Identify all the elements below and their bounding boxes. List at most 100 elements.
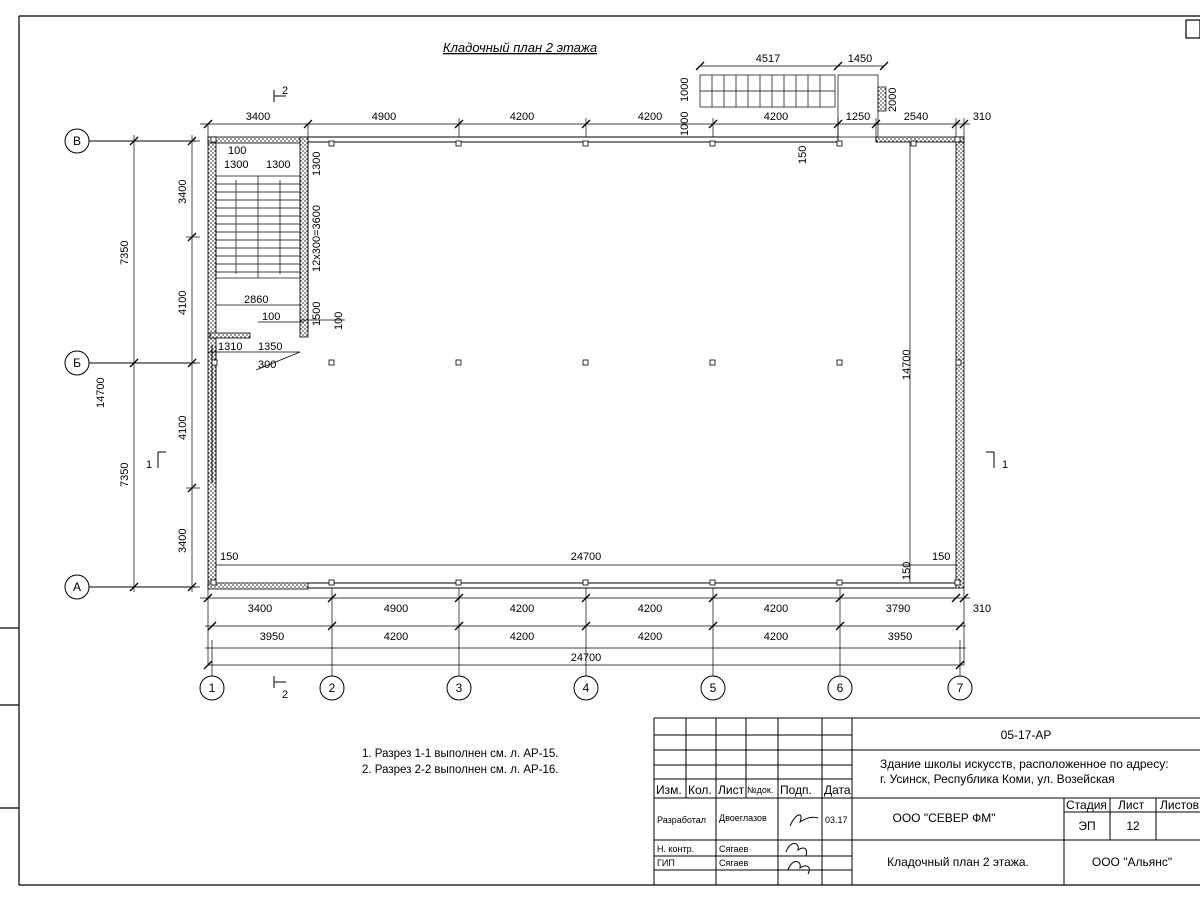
- dim-inner-24700: 24700: [571, 551, 602, 563]
- dim-stair-1300b: 1300: [266, 159, 290, 171]
- thin-walls: [211, 136, 956, 589]
- dim-stair-2860: 2860: [244, 294, 268, 306]
- dim-left1-4: 3400: [177, 529, 189, 553]
- dim-top-7: 2540: [904, 111, 928, 123]
- dim-bot-total: 24700: [571, 652, 602, 664]
- dim-top-2000: 2000: [887, 88, 899, 112]
- tb-address: г. Усинск, Республика Коми, ул. Возейска…: [880, 772, 1115, 786]
- dim-stair-100c: 100: [333, 312, 345, 330]
- dim-top-6: 1250: [846, 111, 870, 123]
- dim-bot2-2: 4200: [384, 631, 408, 643]
- dim-left1-3: 4100: [177, 416, 189, 440]
- dim-inner-14700: 14700: [901, 349, 913, 380]
- axis-label-v: В: [73, 134, 81, 148]
- dim-bot2-1: 3950: [260, 631, 284, 643]
- tb-header-list: Лист: [718, 783, 745, 797]
- axis-label-1: 1: [209, 681, 216, 695]
- dim-bot2-3: 4200: [510, 631, 534, 643]
- tb-client: ООО "Альянс": [1092, 855, 1172, 869]
- dim-top-2: 4900: [372, 111, 396, 123]
- dim-left1-1: 3400: [177, 180, 189, 204]
- dim-inner-150a: 150: [220, 551, 238, 563]
- note-2: 2. Разрез 2-2 выполнен см. л. АР-16.: [362, 764, 559, 776]
- dim-stair-1350: 1350: [258, 341, 282, 353]
- tb-code: 05-17-АР: [1001, 728, 1052, 742]
- dim-bot1-3: 4200: [510, 603, 534, 615]
- signatures: [785, 814, 819, 875]
- axis-label-b: Б: [73, 356, 81, 370]
- dim-top-4517: 4517: [756, 53, 780, 65]
- tb-sheet: 12: [1126, 819, 1140, 833]
- dim-stair-steps: 12х300=3600: [311, 205, 323, 272]
- axis-label-4: 4: [583, 681, 590, 695]
- section-2-top: 2: [282, 85, 288, 97]
- dim-stair-1300a: 1300: [224, 159, 248, 171]
- tb-header-data: Дата: [824, 783, 851, 797]
- dim-bot1-2: 4900: [384, 603, 408, 615]
- dim-bot1-4: 4200: [638, 603, 662, 615]
- internal-stairs: [215, 175, 301, 279]
- dim-inner-150b: 150: [932, 551, 950, 563]
- dim-top-1450: 1450: [848, 53, 872, 65]
- tb-header-kol: Кол.: [688, 783, 712, 797]
- tb-company: ООО "СЕВЕР ФМ": [893, 811, 996, 825]
- dim-stair-100b: 100: [262, 311, 280, 323]
- tb-stage: ЭП: [1078, 819, 1095, 833]
- dim-top-5: 4200: [764, 111, 788, 123]
- tb-header-ndok: №док.: [747, 785, 773, 795]
- axis-label-6: 6: [837, 681, 844, 695]
- tb-row-date-1: 03.17: [825, 815, 848, 825]
- tb-sheet-label: Лист: [1118, 798, 1145, 812]
- dim-top-1000b: 1000: [679, 112, 691, 136]
- grid-axis-labels: В Б А 1 2 3 4 5 6 7: [73, 134, 964, 695]
- dim-left2-2: 7350: [119, 463, 131, 487]
- dim-bot1-6: 3790: [886, 603, 910, 615]
- dim-bot1-7: 310: [973, 603, 991, 615]
- tb-sheets-label: Листов: [1160, 798, 1199, 812]
- dim-bot1-1: 3400: [248, 603, 272, 615]
- axis-label-2: 2: [329, 681, 336, 695]
- section-markers: [157, 90, 995, 688]
- tb-stage-label: Стадия: [1066, 798, 1107, 812]
- axis-label-5: 5: [710, 681, 717, 695]
- dim-stair-1300c: 1300: [311, 152, 323, 176]
- bottom-dimensions: 3400 4900 4200 4200 4200 3790 310 3950 4…: [248, 603, 991, 664]
- dim-left-total: 14700: [95, 377, 107, 408]
- section-1-right: 1: [1002, 459, 1008, 471]
- dim-bot2-4: 4200: [638, 631, 662, 643]
- dim-top-150: 150: [797, 146, 809, 164]
- dim-bot1-5: 4200: [764, 603, 788, 615]
- dim-inner-150: 150: [901, 562, 913, 580]
- tb-header-izm: Изм.: [656, 783, 682, 797]
- tb-row-role-2: Н. контр.: [657, 844, 694, 854]
- dim-stair-1500: 1500: [311, 302, 323, 326]
- section-2-bottom: 2: [282, 689, 288, 701]
- tb-header-podp: Подп.: [780, 783, 812, 797]
- title-block-lines: [653, 717, 1200, 885]
- dim-bot2-6: 3950: [888, 631, 912, 643]
- dim-top-3: 4200: [510, 111, 534, 123]
- external-stairs: [699, 74, 887, 138]
- note-1: 1. Разрез 1-1 выполнен см. л. АР-15.: [362, 748, 559, 760]
- dim-left1-2: 4100: [177, 291, 189, 315]
- dim-stair-300: 300: [258, 359, 276, 371]
- section-1-left: 1: [146, 459, 152, 471]
- dim-top-8: 310: [973, 111, 991, 123]
- tb-row-role-3: ГИП: [657, 858, 675, 868]
- axis-label-7: 7: [957, 681, 964, 695]
- inner-dimensions: [208, 142, 956, 583]
- tb-row-name-1: Двоеглазов: [719, 813, 767, 823]
- tb-sheet-title: Кладочный план 2 этажа.: [887, 855, 1029, 869]
- dim-stair-100: 100: [228, 145, 246, 157]
- dimension-ticks: [129, 61, 969, 670]
- dim-stair-1310: 1310: [218, 341, 242, 353]
- tb-row-name-3: Сягаев: [719, 858, 748, 868]
- tb-project: Здание школы искусств, расположенное по …: [880, 757, 1169, 771]
- dim-bot2-5: 4200: [764, 631, 788, 643]
- tb-row-role-1: Разработал: [657, 815, 706, 825]
- sheet-frame: [0, 15, 1200, 886]
- dim-top-1000a: 1000: [679, 78, 691, 102]
- axis-label-3: 3: [456, 681, 463, 695]
- dim-left2-1: 7350: [119, 241, 131, 265]
